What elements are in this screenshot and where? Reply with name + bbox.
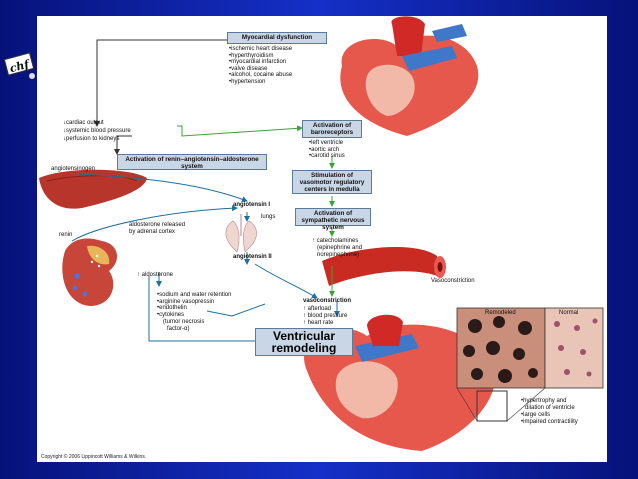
chf-logo: chf [4, 52, 35, 79]
hypertrophy-list-2: large cells impaired contractility [521, 412, 578, 425]
ventricular-remodeling-box: Ventricular remodeling [255, 328, 353, 356]
vessel-illustration [322, 246, 446, 286]
aldosterone-released-label: aldosterone released [129, 222, 186, 228]
remodeled-label: Remodeled [485, 310, 516, 316]
angiotensin-2-label: angiotensin II [233, 254, 272, 260]
mediator-detail: factor-α) [167, 326, 190, 332]
effect-kidney-perfusion: ↓perfusion to kidneys [63, 136, 120, 142]
hypertrophy-item: hypertrophy and [521, 398, 566, 405]
aldosterone-label: ↑ aldosterone [137, 272, 174, 278]
mediator-detail: (tumor necrosis [163, 319, 205, 325]
effect-blood-pressure: ↓systemic blood pressure [63, 128, 131, 134]
liver-illustration [39, 169, 147, 209]
catecholamines-detail: norepinephrine) [317, 252, 360, 258]
baroreceptors-box: Activation of baroreceptors [302, 120, 362, 138]
vasoconstriction-art-label: Vasoconstriction [431, 278, 475, 284]
vasoconstriction-label: vasoconstriction [303, 298, 352, 304]
mediator-item: cytokines [157, 312, 231, 319]
baroreceptor-sites-list: left ventricle aortic arch carotid sinus [309, 140, 345, 160]
mediator-item: endothelin [157, 305, 231, 312]
hypertrophy-detail: dilation of ventricle [525, 405, 575, 411]
cause-item: alcohol, cocaine abuse [229, 72, 292, 79]
diagram-panel: Myocardial dysfunction ischemic heart di… [37, 16, 607, 462]
cause-item: hyperthyroidism [229, 53, 292, 60]
blood-pressure-label: ↑ blood pressure [303, 313, 348, 319]
myocardial-causes-list: ischemic heart disease hyperthyroidism m… [229, 46, 292, 86]
heart-illustration-bottom [304, 314, 508, 451]
mediator-item: arginine vasopressin [157, 299, 231, 306]
lungs-illustration [225, 214, 257, 253]
mediators-list: sodium and water retention arginine vaso… [157, 292, 231, 318]
lungs-label: lungs [261, 214, 276, 220]
normal-label: Normal [559, 310, 579, 316]
diagram-artwork [39, 16, 604, 451]
cause-item: myocardial infarction [229, 59, 292, 66]
cause-item: ischemic heart disease [229, 46, 292, 53]
cells-micrograph [456, 307, 604, 422]
heart-rate-label: ↑ heart rate [303, 320, 334, 326]
effect-cardiac-output: ↓cardiac output [63, 120, 104, 126]
ventricular-remodeling-line: remodeling [271, 341, 337, 355]
heart-illustration-top [340, 16, 479, 136]
aldosterone-released-label: by adrenal cortex [129, 229, 176, 235]
vasomotor-box: Stimulation of vasomotor regulatory cent… [292, 170, 372, 194]
cause-item: valve disease [229, 66, 292, 73]
site-item: carotid sinus [309, 153, 345, 160]
cause-item: hypertension [229, 79, 292, 86]
angiotensinogen-label: angiotensinogen [51, 166, 96, 172]
angiotensin-1-label: angiotensin I [233, 202, 271, 208]
copyright-text: Copyright © 2006 Lippincott Williams & W… [41, 454, 147, 460]
raas-activation-box: Activation of renin–angiotensin–aldoster… [117, 154, 267, 170]
renin-label: renin [59, 232, 73, 238]
hypertrophy-item: large cells [521, 412, 578, 419]
mediator-item: sodium and water retention [157, 292, 231, 299]
hypertrophy-list: hypertrophy and [521, 398, 566, 405]
sympathetic-box: Activation of sympathetic nervous system [295, 208, 371, 231]
ventricular-remodeling-line: Ventricular [272, 329, 336, 343]
kidney-illustration [62, 238, 118, 306]
site-item: aortic arch [309, 147, 345, 154]
pathway-arrows [71, 39, 340, 344]
afterload-label: ↑ afterload [303, 306, 332, 312]
catecholamines-detail: (epinephrine and [317, 245, 363, 251]
site-item: left ventricle [309, 140, 345, 147]
myocardial-dysfunction-box: Myocardial dysfunction [227, 32, 327, 44]
hypertrophy-item: impaired contractility [521, 419, 578, 426]
catecholamines-label: ↑ catecholamines [312, 238, 359, 244]
chf-logo-text: chf [8, 57, 32, 75]
